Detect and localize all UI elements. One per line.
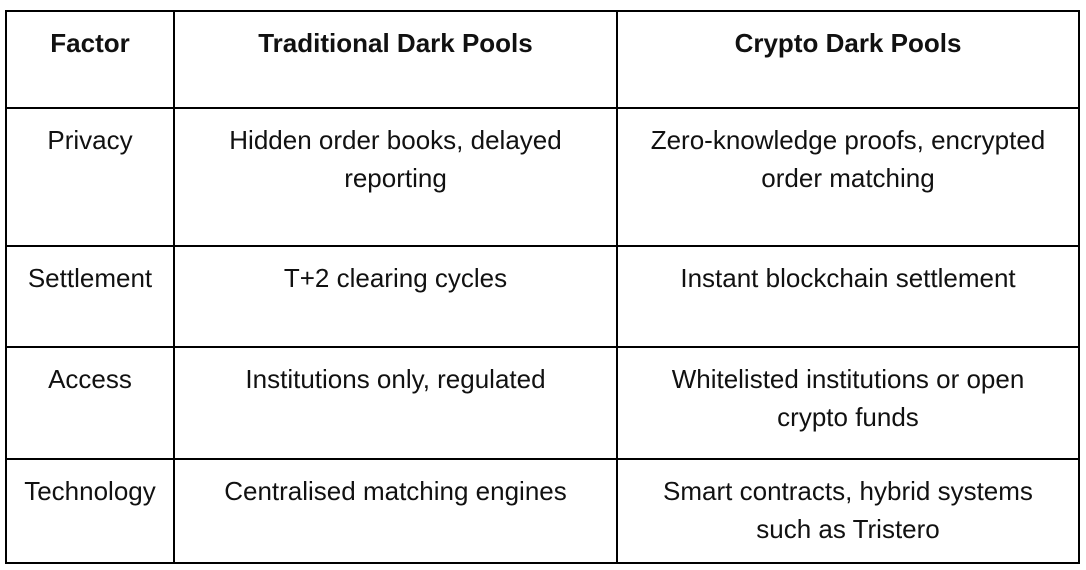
cell-privacy-crypto: Zero-knowledge proofs, encrypted order m… [616,107,1080,247]
table-row: Access Institutions only, regulated Whit… [5,346,1080,460]
table-row: Settlement T+2 clearing cycles Instant b… [5,245,1080,348]
cell-privacy-factor: Privacy [5,107,175,247]
dark-pools-comparison-table: Factor Traditional Dark Pools Crypto Dar… [5,10,1080,564]
cell-settlement-crypto: Instant blockchain settlement [616,245,1080,348]
cell-access-factor: Access [5,346,175,460]
cell-technology-crypto: Smart contracts, hybrid systems such as … [616,458,1080,564]
table-header-row: Factor Traditional Dark Pools Crypto Dar… [5,10,1080,109]
table-row: Privacy Hidden order books, delayed repo… [5,107,1080,247]
header-cell-factor: Factor [5,10,175,109]
cell-settlement-traditional: T+2 clearing cycles [173,245,618,348]
cell-access-crypto: Whitelisted institutions or open crypto … [616,346,1080,460]
cell-access-traditional: Institutions only, regulated [173,346,618,460]
cell-technology-factor: Technology [5,458,175,564]
cell-technology-traditional: Centralised matching engines [173,458,618,564]
header-cell-crypto-dark-pools: Crypto Dark Pools [616,10,1080,109]
cell-privacy-traditional: Hidden order books, delayed reporting [173,107,618,247]
header-cell-traditional-dark-pools: Traditional Dark Pools [173,10,618,109]
cell-settlement-factor: Settlement [5,245,175,348]
comparison-table-container: Factor Traditional Dark Pools Crypto Dar… [5,10,1080,564]
table-row: Technology Centralised matching engines … [5,458,1080,564]
